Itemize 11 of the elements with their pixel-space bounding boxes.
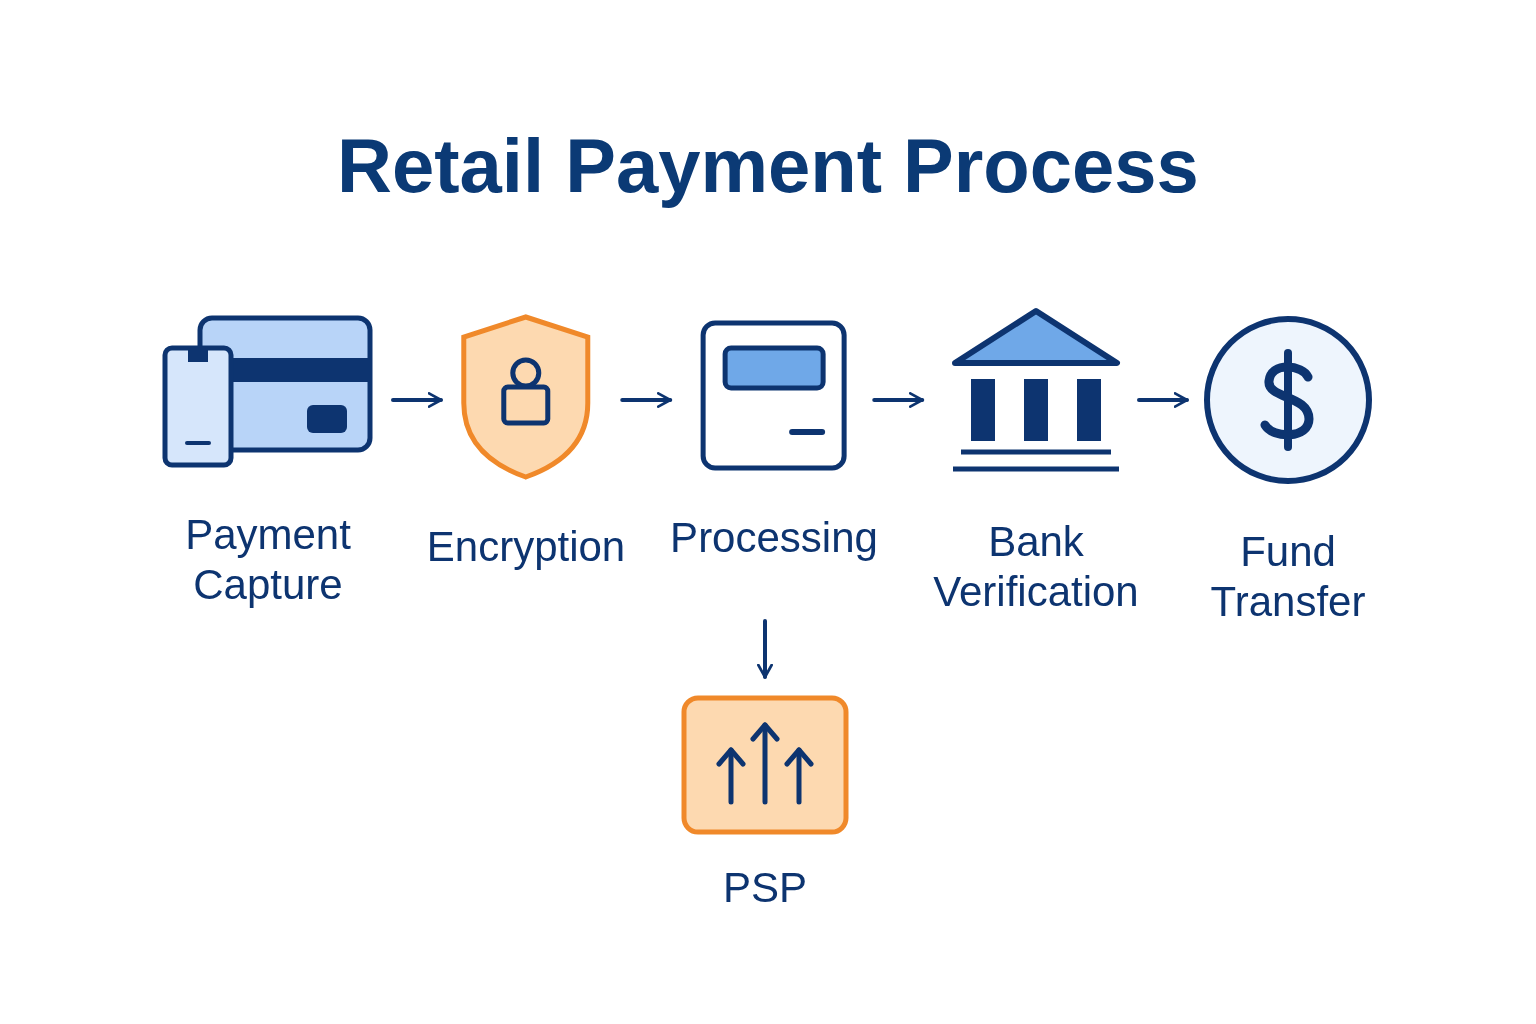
step-label: Bank Verification (932, 517, 1140, 617)
step-label: Payment Capture (184, 510, 352, 610)
arrow (391, 392, 443, 408)
step-label: Encryption (426, 522, 626, 572)
step-label: PSP (722, 863, 807, 913)
arrow (1137, 392, 1189, 408)
arrow (620, 392, 673, 408)
arrow (757, 619, 773, 679)
arrow (872, 392, 925, 408)
step-label: Fund Transfer (1209, 527, 1367, 627)
step-label: Processing (670, 513, 878, 563)
